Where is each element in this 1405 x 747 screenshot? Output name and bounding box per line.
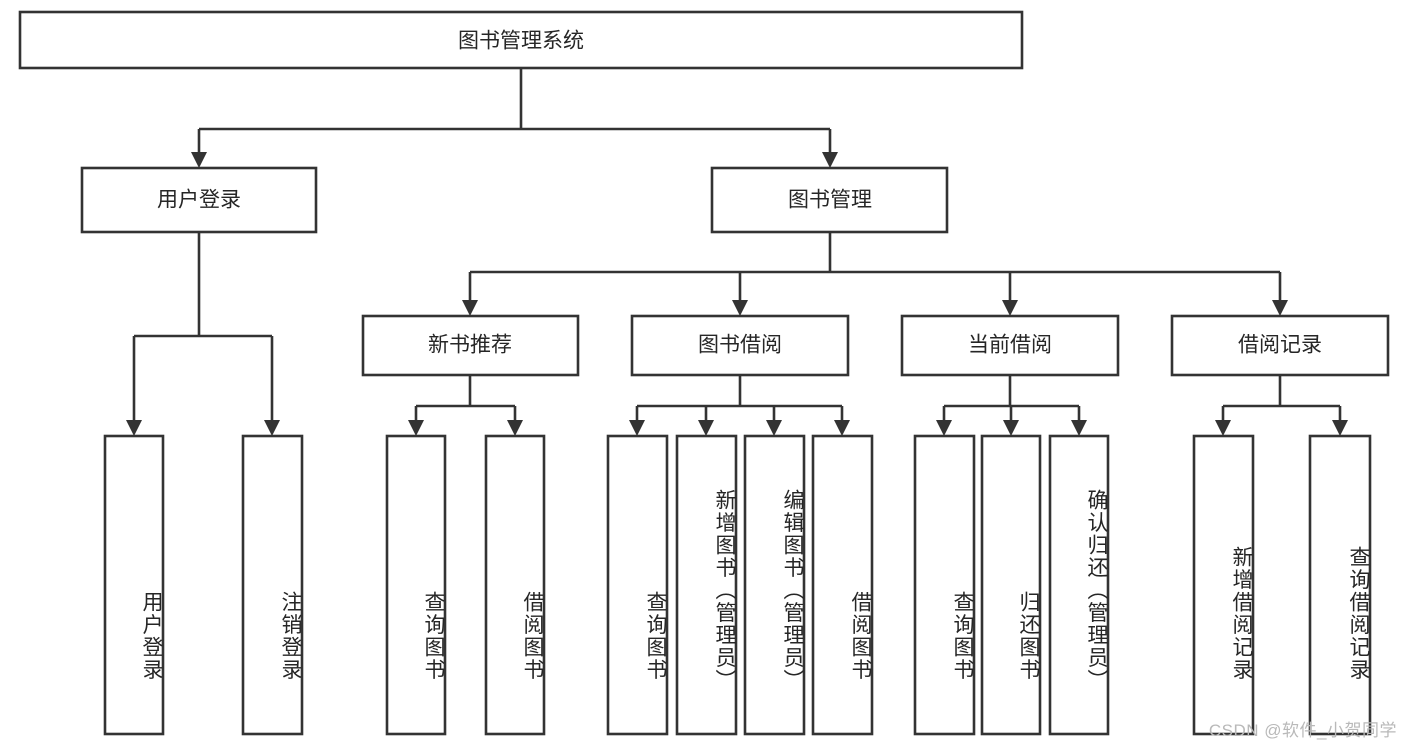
arrowhead-leaf-4: [507, 420, 523, 436]
node-new-book-recommend-label: 新书推荐: [428, 334, 512, 357]
leaf-box-user-login[interactable]: [103, 434, 165, 736]
node-layer: 图书管理系统 用户登录 图书管理 新书推荐 图书借阅 当前: [18, 10, 1390, 736]
leaf-box-logout[interactable]: [241, 434, 304, 736]
leaf-box-query-record[interactable]: [1308, 434, 1372, 736]
connector-layer: [126, 68, 1348, 436]
node-book-borrow-label: 图书借阅: [698, 334, 782, 357]
arrowhead-leaf-6: [698, 420, 714, 436]
arrowhead-user-login: [191, 152, 207, 168]
node-borrow-record-box[interactable]: [1170, 314, 1390, 377]
connector-borrowbook-to-leaves: [629, 375, 850, 436]
arrowhead-current-borrow: [1002, 300, 1018, 316]
node-current-borrow[interactable]: 当前借阅: [900, 314, 1120, 377]
node-book-manage-box[interactable]: [710, 166, 949, 234]
arrowhead-leaf-11: [1071, 420, 1087, 436]
arrowhead-leaf-5: [629, 420, 645, 436]
arrowhead-leaf-9: [936, 420, 952, 436]
connector-bookmanage-to-level3: [462, 232, 1288, 316]
node-current-borrow-label: 当前借阅: [968, 334, 1052, 357]
node-user-login-label: 用户登录: [157, 189, 241, 212]
node-book-borrow[interactable]: 图书借阅: [630, 314, 850, 377]
connector-userlogin-to-leaves: [126, 232, 280, 436]
arrowhead-leaf-3: [408, 420, 424, 436]
node-book-borrow-box[interactable]: [630, 314, 850, 377]
node-borrow-record[interactable]: 借阅记录: [1170, 314, 1390, 377]
leaf-box-layer: [103, 434, 1372, 736]
node-user-login[interactable]: 用户登录: [80, 166, 318, 234]
node-user-login-box[interactable]: [80, 166, 318, 234]
arrowhead-leaf-12: [1215, 420, 1231, 436]
arrowhead-leaf-1: [126, 420, 142, 436]
arrowhead-borrow-book: [732, 300, 748, 316]
leaf-box-borrow-book-1[interactable]: [484, 434, 546, 736]
node-borrow-record-label: 借阅记录: [1238, 334, 1322, 357]
connector-borrowrecord-to-leaves: [1215, 375, 1348, 436]
leaf-box-edit-book-admin[interactable]: [743, 434, 806, 736]
leaf-box-add-record[interactable]: [1192, 434, 1255, 736]
node-book-manage[interactable]: 图书管理: [710, 166, 949, 234]
arrowhead-leaf-7: [766, 420, 782, 436]
leaf-box-add-book-admin[interactable]: [675, 434, 738, 736]
node-new-book-recommend-box[interactable]: [361, 314, 580, 377]
node-root-box[interactable]: [18, 10, 1024, 70]
arrowhead-leaf-13: [1332, 420, 1348, 436]
node-new-book-recommend[interactable]: 新书推荐: [361, 314, 580, 377]
arrowhead-new-book: [462, 300, 478, 316]
node-root[interactable]: 图书管理系统: [18, 10, 1024, 70]
arrowhead-leaf-8: [834, 420, 850, 436]
arrowhead-book-manage: [822, 152, 838, 168]
connector-currentborrow-to-leaves: [936, 375, 1087, 436]
csdn-watermark: CSDN @软件_小贺同学: [1208, 721, 1397, 740]
leaf-box-query-book-2[interactable]: [606, 434, 669, 736]
node-root-label: 图书管理系统: [458, 30, 584, 53]
arrowhead-borrow-record: [1272, 300, 1288, 316]
node-current-borrow-box[interactable]: [900, 314, 1120, 377]
connector-newbook-to-leaves: [408, 375, 523, 436]
arrowhead-leaf-10: [1003, 420, 1019, 436]
leaf-box-borrow-book-2[interactable]: [811, 434, 874, 736]
node-book-manage-label: 图书管理: [788, 189, 872, 212]
leaf-box-query-book-1[interactable]: [385, 434, 447, 736]
leaf-box-query-book-3[interactable]: [913, 434, 976, 736]
leaf-box-return-book[interactable]: [980, 434, 1042, 736]
arrowhead-leaf-2: [264, 420, 280, 436]
leaf-box-confirm-return[interactable]: [1048, 434, 1110, 736]
connector-root-to-level2: [191, 68, 838, 168]
